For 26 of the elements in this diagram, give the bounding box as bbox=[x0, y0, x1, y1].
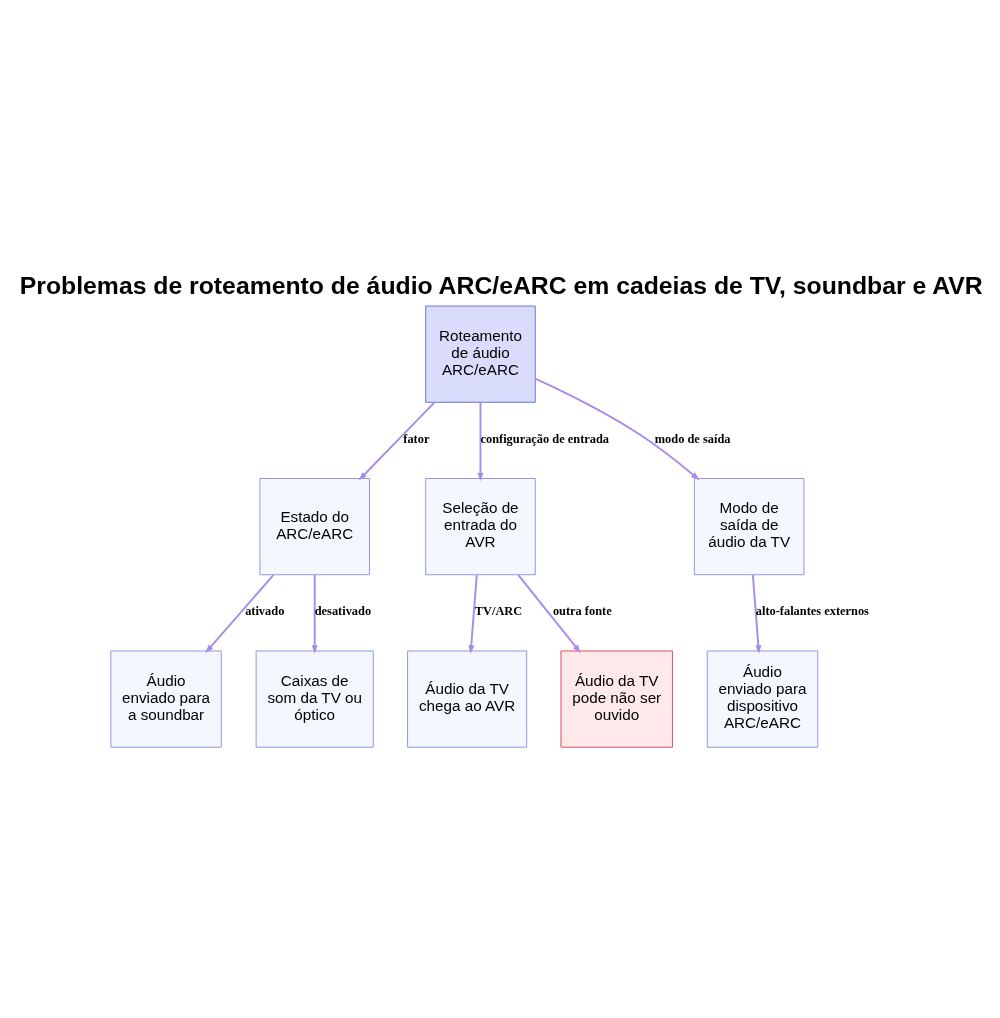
arrow bbox=[311, 574, 318, 654]
node-box: Caixas de som da TV ou óptico bbox=[255, 650, 374, 748]
node-box: Modo de saída de áudio da TV bbox=[693, 478, 805, 576]
arrow bbox=[534, 377, 700, 481]
arrow bbox=[358, 401, 436, 481]
edge-label: TV/ARC bbox=[474, 604, 523, 619]
node-box: Estado do ARC/eARC bbox=[259, 478, 370, 576]
edge-label: outra fonte bbox=[552, 604, 612, 619]
arrow bbox=[468, 574, 478, 654]
node-box: Áudio da TV chega ao AVR bbox=[407, 650, 528, 748]
node-box: Áudio da TV pode não ser ouvido bbox=[560, 650, 673, 748]
arrow bbox=[751, 574, 762, 654]
edge-label: configuração de entrada bbox=[480, 431, 610, 446]
diagram-title: Problemas de roteamento de áudio ARC/eARC em cadeias de TV, soundbar e AVR bbox=[19, 271, 983, 299]
node-box: Seleção de entrada do AVR bbox=[425, 478, 536, 576]
arrow bbox=[477, 401, 484, 482]
arrow bbox=[517, 574, 581, 654]
node-box: Áudio enviado para dispositivo ARC/eARC bbox=[706, 650, 819, 748]
edge-label: desativado bbox=[314, 604, 372, 619]
node-box: Áudio enviado para a soundbar bbox=[110, 650, 222, 748]
edge-label: ativado bbox=[245, 604, 285, 619]
edge-label: modo de saída bbox=[654, 431, 731, 446]
node-box: Roteamento de áudio ARC/eARC bbox=[425, 305, 536, 403]
edge-label: alto-falantes externos bbox=[755, 604, 869, 619]
arrow bbox=[205, 574, 275, 654]
edge-label: fator bbox=[403, 431, 430, 446]
